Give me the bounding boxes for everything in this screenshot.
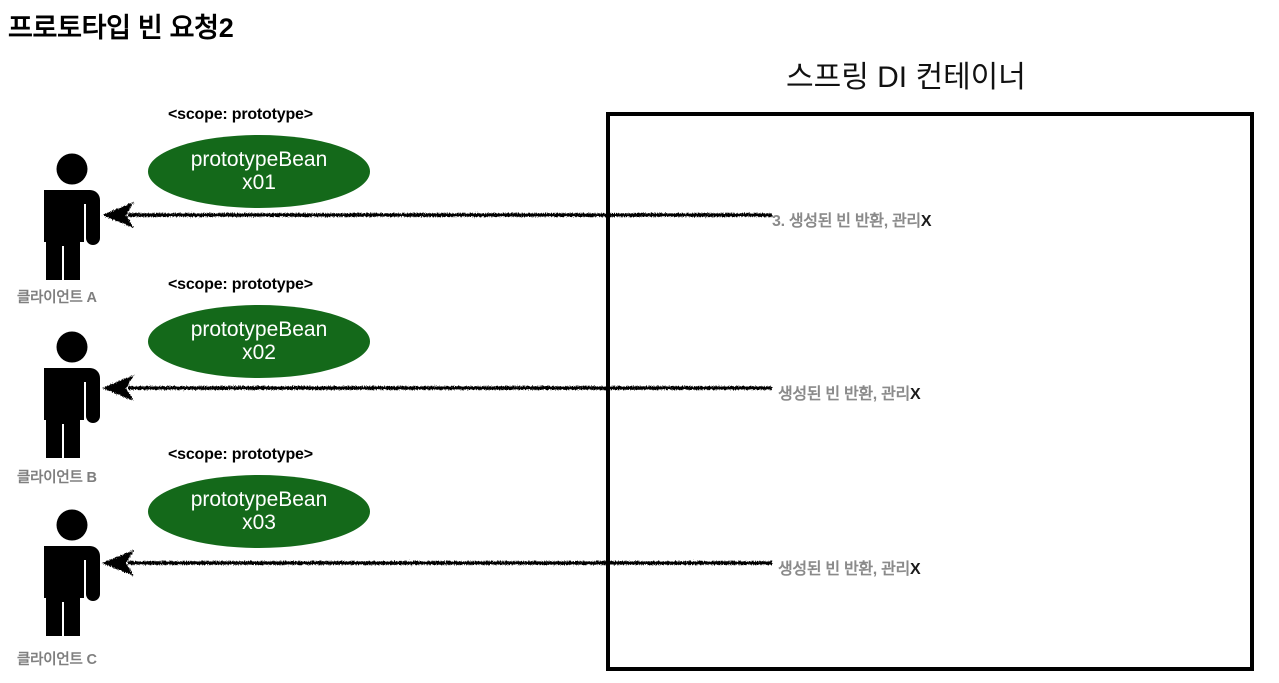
arrow-label-3: 생성된 빈 반환, 관리X [778,555,921,579]
person-icon [44,330,100,458]
di-container-box [606,112,1254,671]
arrow-label-2-mark: X [909,386,921,403]
bean-instance-1: x01 [242,170,276,194]
di-container-title: 스프링 DI 컨테이너 [786,61,1026,94]
arrow-label-3-mark: X [909,561,921,578]
arrow-left-icon-2 [100,371,780,405]
bean-instance-2: x02 [242,340,276,364]
bean-name-2: prototypeBean [190,317,328,341]
person-icon [44,508,100,636]
bean-name-1: prototypeBean [190,147,328,171]
bean-name-3: prototypeBean [190,487,328,511]
bean-instance-3: x03 [242,510,276,534]
arrow-label-1-text: 3. 생성된 빈 반환, 관리 [772,213,921,230]
arrow-label-1: 3. 생성된 빈 반환, 관리X [772,207,932,231]
bean-node-prototypebean-x03: prototypeBean x03 [148,475,370,548]
person-icon [44,152,100,280]
bean-node-prototypebean-x01: prototypeBean x01 [148,135,370,208]
arrow-label-2-text: 생성된 빈 반환, 관리 [778,386,910,403]
client-label-a: 클라이언트 A [17,290,97,306]
client-label-b: 클라이언트 B [17,470,97,486]
arrow-left-icon-3 [100,546,780,580]
page-title: 프로토타입 빈 요청2 [8,13,234,43]
client-label-c: 클라이언트 C [17,652,97,668]
arrow-label-2: 생성된 빈 반환, 관리X [778,380,921,404]
arrow-label-3-text: 생성된 빈 반환, 관리 [778,561,910,578]
bean-node-prototypebean-x02: prototypeBean x02 [148,305,370,378]
scope-label-bean-3: <scope: prototype> [168,446,313,463]
scope-label-bean-1: <scope: prototype> [168,106,313,123]
arrow-left-icon-1 [100,198,780,232]
arrow-label-1-mark: X [920,213,932,230]
scope-label-bean-2: <scope: prototype> [168,276,313,293]
